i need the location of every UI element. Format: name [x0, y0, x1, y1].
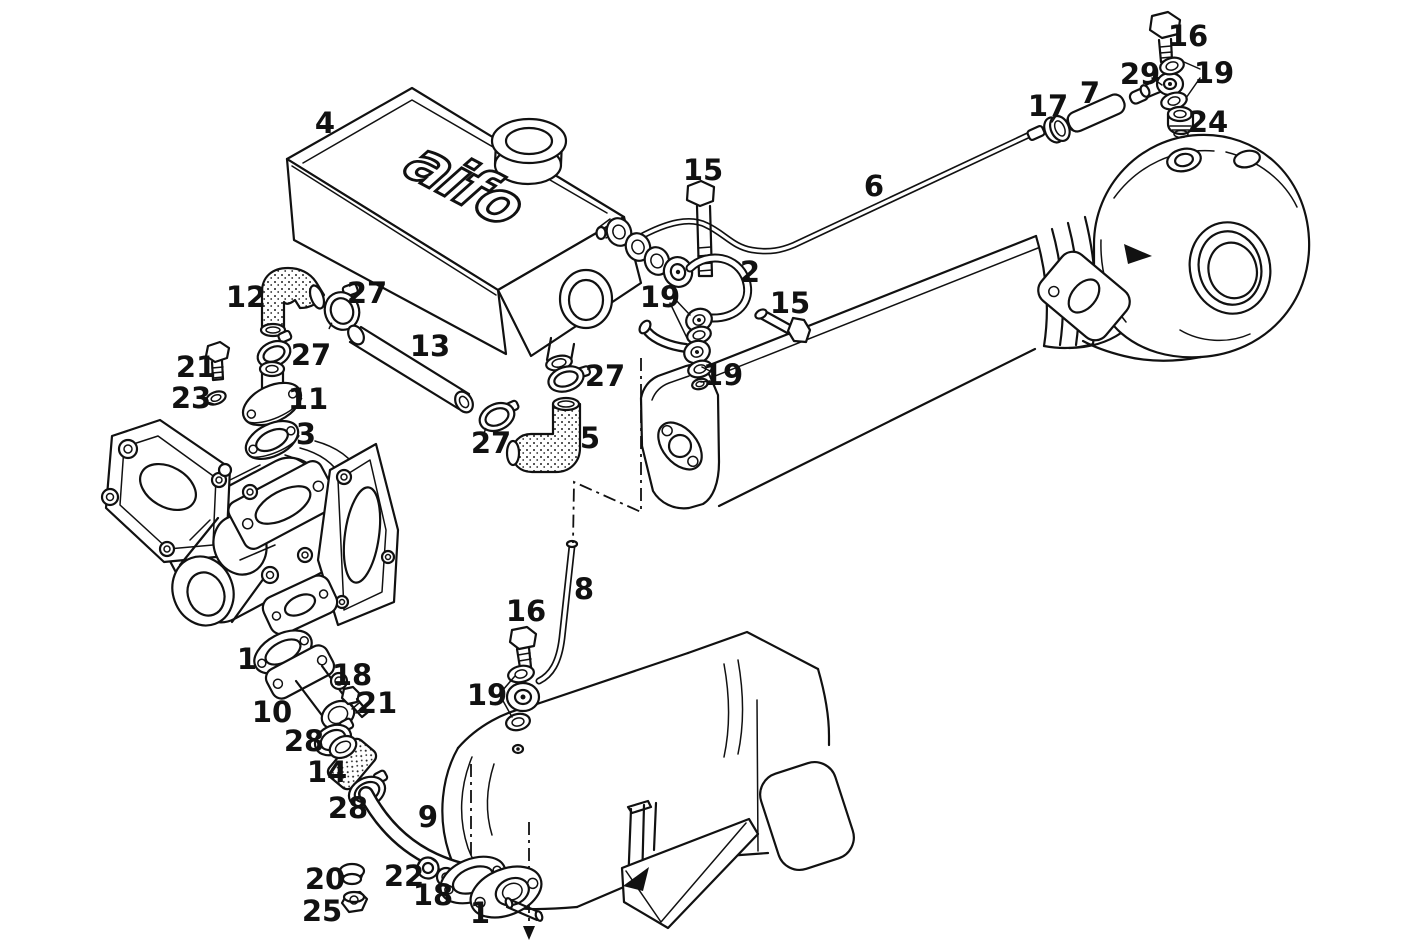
duct-flange-face — [657, 421, 703, 471]
part-label-21: 21 — [176, 350, 216, 384]
washer-19d — [505, 712, 531, 732]
part-label-11: 11 — [288, 382, 328, 416]
part-label-22: 22 — [384, 859, 424, 893]
banjo-tube-upper-8 — [638, 319, 711, 365]
part-label-9: 9 — [418, 800, 438, 834]
part-label-4: 4 — [315, 106, 335, 140]
gasket-3 — [244, 419, 300, 461]
centerline-arrow — [523, 926, 535, 940]
housing-outlet-flange — [261, 574, 339, 636]
part-label-27: 27 — [347, 276, 387, 310]
part-label-18: 18 — [332, 658, 372, 692]
stud — [504, 897, 544, 922]
bolt-21a — [204, 340, 231, 382]
banjo-29 — [1139, 71, 1185, 99]
drain-tube-8 — [535, 539, 579, 685]
part-label-1: 1 — [470, 896, 490, 930]
part-label-19: 19 — [640, 280, 680, 314]
part-label-7: 7 — [1080, 76, 1100, 110]
drum-top-port — [1166, 147, 1202, 173]
housing-left-bracket — [100, 418, 232, 564]
foot-arrow — [623, 867, 649, 891]
part-label-3: 3 — [296, 417, 316, 451]
mounting-foot — [620, 799, 760, 930]
part-label-27: 27 — [291, 338, 331, 372]
housing-right-bracket — [316, 442, 400, 627]
bolt-16a — [1148, 10, 1182, 64]
nut-25 — [340, 890, 369, 914]
washer-19f — [687, 359, 713, 379]
part-label-24: 24 — [1188, 105, 1228, 139]
part-label-18: 18 — [413, 878, 453, 912]
drum-opening — [1188, 221, 1272, 315]
washer-stack-19 — [605, 217, 694, 288]
part-label-14: 14 — [307, 755, 347, 789]
clamp-27d — [547, 365, 592, 393]
riser-duct — [639, 234, 1039, 510]
drum-bump — [1233, 149, 1261, 169]
part-label-2: 2 — [740, 255, 760, 289]
seal-17 — [1043, 114, 1071, 144]
water-pipe-13 — [347, 324, 474, 414]
part-label-23: 23 — [171, 381, 211, 415]
washer-19c — [507, 664, 535, 684]
part-label-27: 27 — [585, 359, 625, 393]
vent-pipe-6 — [636, 125, 1046, 255]
expansion-tank: aifo — [285, 86, 643, 372]
centerline-a — [572, 358, 642, 544]
part-label-20: 20 — [305, 862, 345, 896]
part-label-15: 15 — [770, 286, 810, 320]
clamp-27c — [478, 399, 520, 435]
part-label-19: 19 — [703, 358, 743, 392]
leader-lines — [501, 61, 1201, 718]
nut-22 — [416, 856, 440, 880]
part-label-12: 12 — [226, 280, 266, 314]
bolt-21b — [340, 685, 370, 719]
plug-24 — [1166, 105, 1195, 139]
part-label-21: 21 — [357, 686, 397, 720]
part-label-1: 1 — [237, 642, 257, 676]
part-label-19: 19 — [1194, 56, 1234, 90]
sleeve-7 — [1066, 93, 1126, 133]
clamp-27a — [323, 282, 361, 331]
washer-23 — [205, 390, 227, 406]
housing-box — [683, 630, 855, 871]
filler-cap — [490, 117, 568, 186]
part-label-17: 17 — [1028, 89, 1068, 123]
part-label-19: 19 — [467, 678, 507, 712]
part-label-13: 13 — [410, 329, 450, 363]
mounting-bracket-plate — [1037, 250, 1131, 342]
part-label-10: 10 — [252, 695, 292, 729]
washer-20 — [338, 862, 366, 886]
hose-elbow-12 — [259, 266, 326, 338]
tank-outlet-hole — [558, 268, 614, 330]
hose-elbow-5 — [505, 396, 582, 474]
washer-19a — [1159, 56, 1185, 76]
bolt-15b — [754, 308, 812, 344]
part-label-28: 28 — [284, 724, 324, 758]
part-label-5: 5 — [580, 421, 600, 455]
hose-14 — [326, 734, 378, 791]
part-label-29: 29 — [1120, 57, 1160, 91]
part-label-8: 8 — [574, 572, 594, 606]
part-label-27: 27 — [471, 426, 511, 460]
banjo-8 — [505, 681, 541, 713]
washer-18a — [329, 671, 349, 691]
part-label-16: 16 — [1168, 19, 1208, 53]
thermostat-housing — [100, 418, 400, 636]
part-label-16: 16 — [506, 594, 546, 628]
part-label-25: 25 — [302, 894, 342, 928]
direction-arrow-flange — [1124, 244, 1152, 264]
part-label-28: 28 — [328, 791, 368, 825]
bolt-16b — [508, 625, 538, 670]
hose-2 — [685, 253, 752, 333]
part-label-6: 6 — [864, 169, 884, 203]
part-label-15: 15 — [683, 153, 723, 187]
